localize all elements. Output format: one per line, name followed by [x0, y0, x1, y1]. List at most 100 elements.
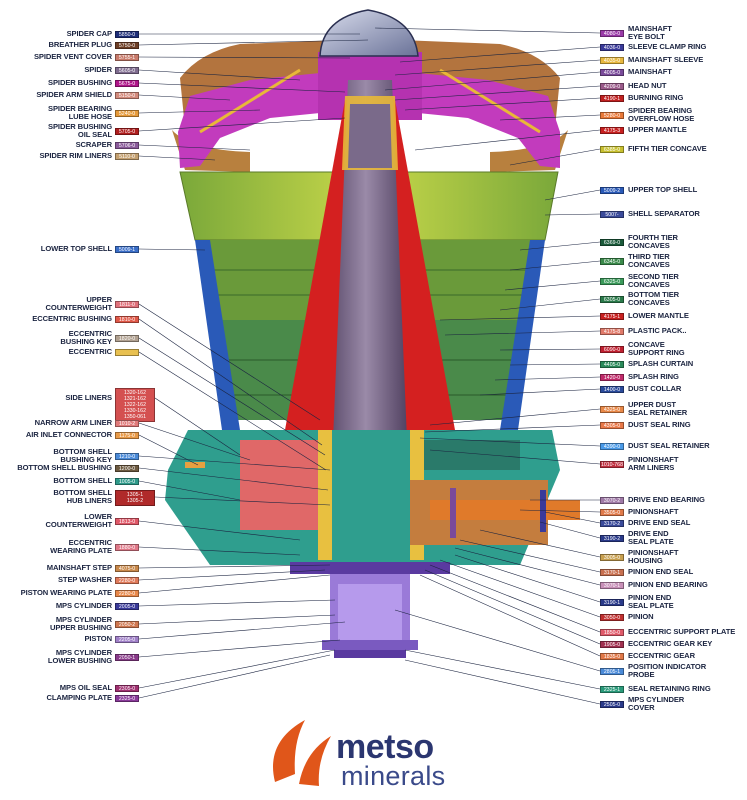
callout-label: MPS CYLINDER UPPER BUSHING [50, 614, 112, 632]
callout-label: MAINSHAFT SLEEVE [628, 54, 704, 64]
leader-line [539, 521, 601, 539]
leader-line [138, 39, 369, 46]
callout-label: THIRD TIER CONCAVES [628, 251, 670, 269]
callout-label: AIR INLET CONNECTOR [25, 429, 112, 439]
callout-label: MAINSHAFT [628, 66, 672, 76]
part-code-badge: 5009-2 [600, 186, 624, 194]
callout-label: UPPER COUNTERWEIGHT [45, 294, 113, 312]
part-code-badge: 5750-0 [115, 41, 139, 49]
callout-label: DUST COLLAR [628, 383, 682, 393]
leader-line [138, 109, 261, 114]
part-code-badge: 1810-0 [115, 315, 139, 323]
callout-label: PISTON [84, 633, 112, 643]
leader-line [138, 621, 346, 640]
leader-line [138, 69, 301, 81]
callout-label: SPIDER BEARING LUBE HOSE [48, 103, 112, 121]
callout-label: FIFTH TIER CONCAVE [628, 143, 707, 153]
callout-label: MPS OIL SEAL [59, 682, 112, 692]
part-code-badge: 1420-0 [600, 373, 624, 381]
callout-label: BOTTOM SHELL BUSHING [17, 462, 112, 472]
leader-line [499, 298, 601, 311]
part-code-badge: 3190-1 [600, 598, 624, 606]
part-code-badge: 3050-0 [600, 613, 624, 621]
callout-label: SPLASH RING [628, 371, 679, 381]
leader-line [138, 94, 231, 101]
callout-label: POSITION INDICATOR PROBE [628, 661, 707, 679]
leader-line [384, 71, 601, 91]
part-code-badge: 5675-0 [115, 79, 139, 87]
part-code-badge: 1175-0 [115, 431, 139, 439]
part-code-badge: 1811-0 [115, 300, 139, 308]
leader-line [138, 520, 301, 541]
leader-line [544, 213, 601, 216]
leader-line [138, 564, 331, 569]
callout-label: PINION END SEAL [628, 566, 694, 576]
part-code-badge: 4390-0 [600, 442, 624, 450]
leader-line [419, 574, 601, 657]
part-code-badge: 5009-1 [115, 245, 139, 253]
callout-label: NARROW ARM LINER [34, 417, 113, 427]
leader-line [138, 649, 336, 689]
callout-label: MPS CYLINDER [55, 600, 112, 610]
leader-line [399, 46, 601, 63]
callout-label: PISTON WEARING PLATE [20, 587, 112, 597]
callout-label: PINION END BEARING [628, 579, 708, 589]
part-code-badge: 4175-8 [600, 327, 624, 335]
part-code-badge: 3505-0 [600, 508, 624, 516]
callout-label: ECCENTRIC BUSHING [32, 313, 112, 323]
callout-label: SECOND TIER CONCAVES [628, 271, 679, 289]
callout-label: DRIVE END SEAL PLATE [628, 528, 674, 546]
leader-line [154, 397, 241, 456]
part-code-badge: 3190-2 [600, 534, 624, 542]
part-code-badge: 5706-0 [115, 141, 139, 149]
leader-line [138, 117, 346, 132]
leader-line [138, 639, 341, 658]
callout-label: UPPER MANTLE [628, 124, 687, 134]
callout-label: MAINSHAFT EYE BOLT [628, 23, 672, 41]
part-code-badge: 4035-0 [600, 56, 624, 64]
leader-line [138, 599, 336, 607]
leader-line [138, 480, 241, 501]
callout-label: MPS CYLINDER COVER [628, 694, 685, 712]
leader-line [439, 315, 601, 321]
callout-label: BOTTOM SHELL BUSHING KEY [53, 446, 112, 464]
part-code-badge: 1320-162 1321-162 1322-162 1330-162 1350… [115, 388, 155, 422]
part-code-badge: 2505-0 [600, 700, 624, 708]
part-code-badge: 2325-1 [600, 685, 624, 693]
leader-line [394, 85, 601, 101]
part-code-badge: 1905-0 [600, 640, 624, 648]
leader-line [138, 155, 216, 161]
callout-label: BREATHER PLUG [48, 39, 112, 49]
callout-label: SPIDER [84, 64, 112, 74]
leader-line [444, 330, 601, 336]
callout-label: PINION [628, 611, 654, 621]
callout-label: CONCAVE SUPPORT RING [628, 339, 685, 357]
part-code-badge: 2805-1 [600, 667, 624, 675]
leader-line [509, 148, 601, 166]
leader-line [138, 546, 301, 556]
leader-line [404, 659, 601, 705]
leader-line [138, 422, 251, 461]
part-code-badge: 2050-2 [115, 620, 139, 628]
part-code-badge: 1813-0 [115, 517, 139, 525]
leader-line [138, 455, 331, 471]
leader-line [504, 280, 601, 291]
part-code-badge: 2205-0 [115, 635, 139, 643]
leader-line [429, 449, 601, 465]
callout-label: SPIDER BUSHING OIL SEAL [48, 121, 112, 139]
callout-label: SLEEVE CLAMP RING [628, 41, 707, 51]
leader-line [509, 363, 601, 366]
part-code-badge: 2305-0 [115, 684, 139, 692]
part-code-badge: 5110-0 [115, 152, 139, 160]
callout-label: SPIDER VENT COVER [33, 51, 112, 61]
part-code-badge: 1305-1 1305-2 [115, 490, 155, 506]
callout-label: SPLASH CURTAIN [628, 358, 694, 368]
part-code-badge: 6090-0 [600, 345, 624, 353]
callout-label: MPS CYLINDER LOWER BUSHING [47, 647, 112, 665]
callout-label: PINIONSHAFT [628, 506, 679, 516]
part-code-badge [115, 348, 139, 356]
leader-line [138, 467, 329, 491]
leader-line [429, 408, 601, 426]
callout-label: SCRAPER [75, 139, 113, 149]
